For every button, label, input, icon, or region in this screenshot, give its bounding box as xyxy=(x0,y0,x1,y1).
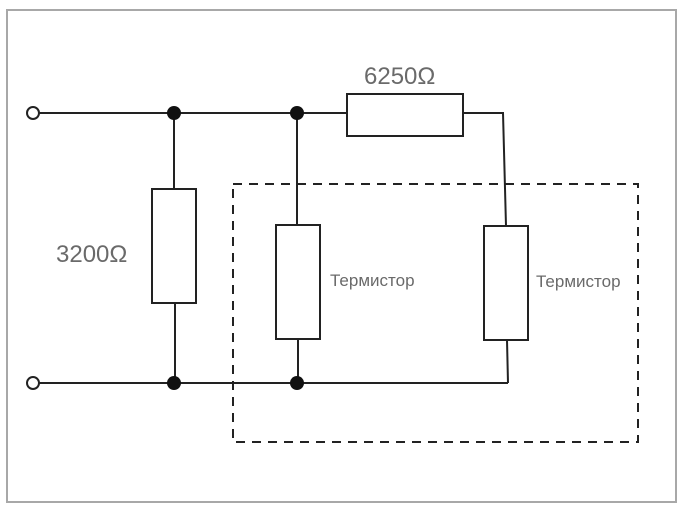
junction-dot xyxy=(167,376,181,390)
input-terminal-top xyxy=(26,106,40,120)
thermistor-enclosure xyxy=(232,183,639,443)
label-6250: 6250Ω xyxy=(364,63,435,90)
resistor-3200 xyxy=(151,188,197,304)
resistor-6250 xyxy=(346,93,464,137)
resistor-6250-lead xyxy=(463,112,507,227)
junction-dot xyxy=(290,106,304,120)
junction-dot xyxy=(290,376,304,390)
diagram-frame xyxy=(6,9,677,503)
thermistor-2 xyxy=(483,225,529,341)
input-terminal-bottom xyxy=(26,376,40,390)
label-thermistor-2: Термистор xyxy=(536,272,621,291)
label-thermistor-1: Термистор xyxy=(330,271,415,290)
thermistor-1 xyxy=(275,224,321,340)
junction-dot xyxy=(167,106,181,120)
thermistor-2-bottom-lead xyxy=(506,339,509,384)
label-3200: 3200Ω xyxy=(56,241,127,268)
